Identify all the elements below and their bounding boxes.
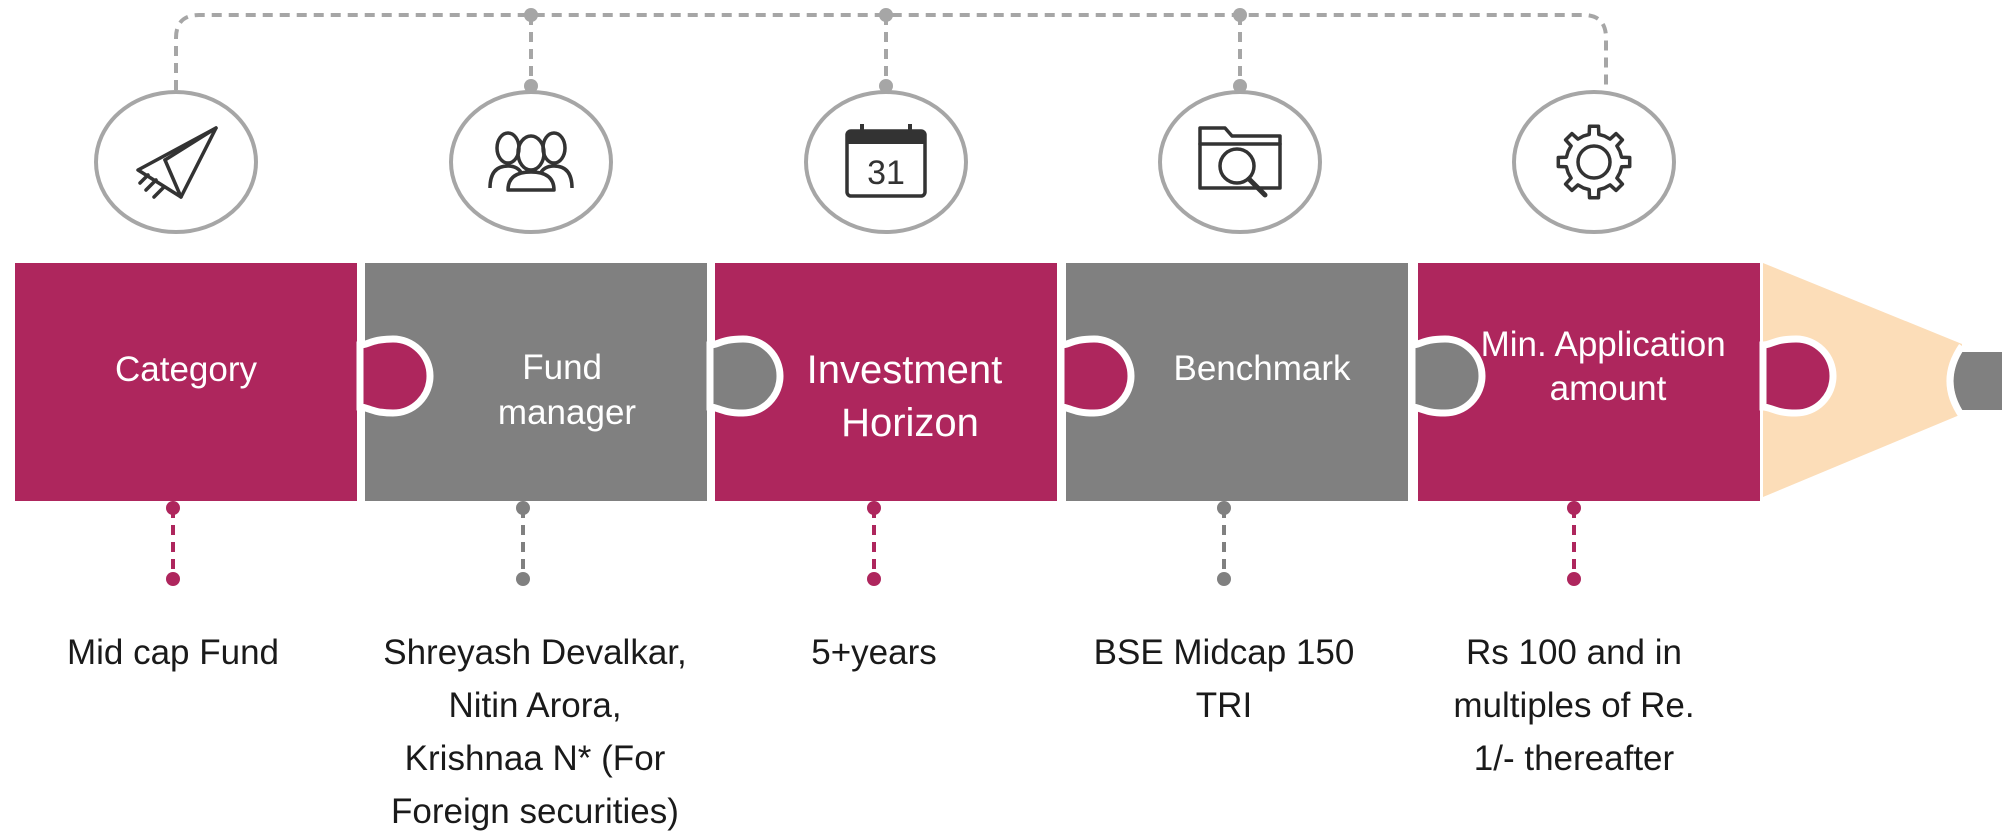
detail-investment-horizon: 5+years — [709, 626, 1039, 679]
segment-title-category: Category — [115, 350, 258, 389]
detail-min-application: Rs 100 and in multiples of Re. 1/- there… — [1409, 626, 1739, 785]
svg-text:31: 31 — [867, 154, 905, 192]
detail-fund-manager: Shreyash Devalkar, Nitin Arora, Krishnaa… — [370, 626, 700, 838]
segment-title-benchmark: Benchmark — [1173, 349, 1351, 388]
top-connector-lines — [176, 15, 1606, 90]
detail-benchmark: BSE Midcap 150 TRI — [1059, 626, 1389, 732]
pencil-tip — [1954, 352, 2002, 410]
detail-category: Mid cap Fund — [8, 626, 338, 679]
bottom-connectors — [173, 508, 1574, 578]
